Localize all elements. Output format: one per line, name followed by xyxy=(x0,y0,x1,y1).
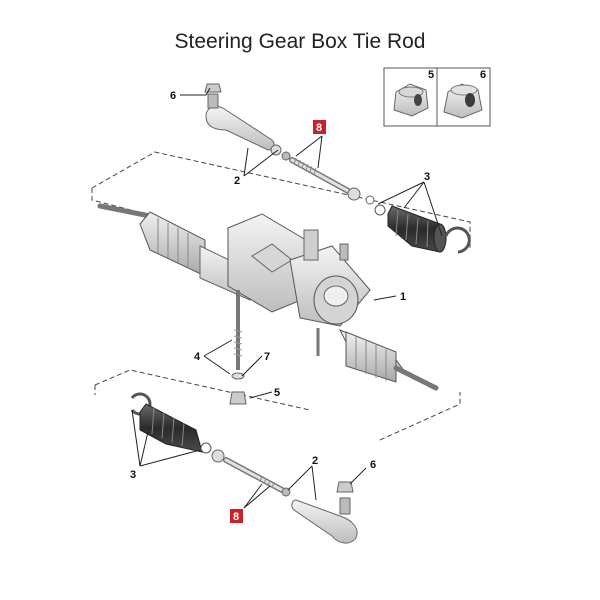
callout-1: 1 xyxy=(400,291,406,303)
callout-8-bottom: 8 xyxy=(233,511,239,523)
assembly-outline-bottom xyxy=(94,369,461,441)
callout-2-top: 2 xyxy=(234,175,240,187)
boot-bottom xyxy=(130,392,212,454)
nut-5-icon xyxy=(393,83,429,117)
nut-6-icon xyxy=(443,83,483,119)
callout-2-bottom: 2 xyxy=(312,455,318,467)
mounting-bolt xyxy=(229,290,247,405)
callout-8-top: 8 xyxy=(316,122,322,134)
highlight-box-8-bottom xyxy=(230,509,243,523)
callout-6-bottom: 6 xyxy=(370,459,376,471)
inset-box: 5 6 xyxy=(383,67,491,127)
inset-label-5: 5 xyxy=(428,69,434,81)
callout-3-bottom: 3 xyxy=(130,469,136,481)
diagram-title: Steering Gear Box Tie Rod xyxy=(174,30,426,53)
inner-tie-rod-bottom xyxy=(211,449,291,497)
tie-rod-end-bottom xyxy=(291,481,358,544)
leader-lines xyxy=(131,87,443,509)
highlight-box-8-top xyxy=(313,120,326,134)
callout-4: 4 xyxy=(194,351,201,363)
callout-6-top: 6 xyxy=(170,90,176,102)
callout-3-top: 3 xyxy=(424,171,430,183)
callout-5: 5 xyxy=(274,387,280,399)
boot-top xyxy=(374,204,471,254)
callout-7: 7 xyxy=(264,351,270,363)
inset-label-6: 6 xyxy=(480,69,486,81)
steering-rack xyxy=(97,203,439,391)
inner-tie-rod-top xyxy=(289,157,375,205)
